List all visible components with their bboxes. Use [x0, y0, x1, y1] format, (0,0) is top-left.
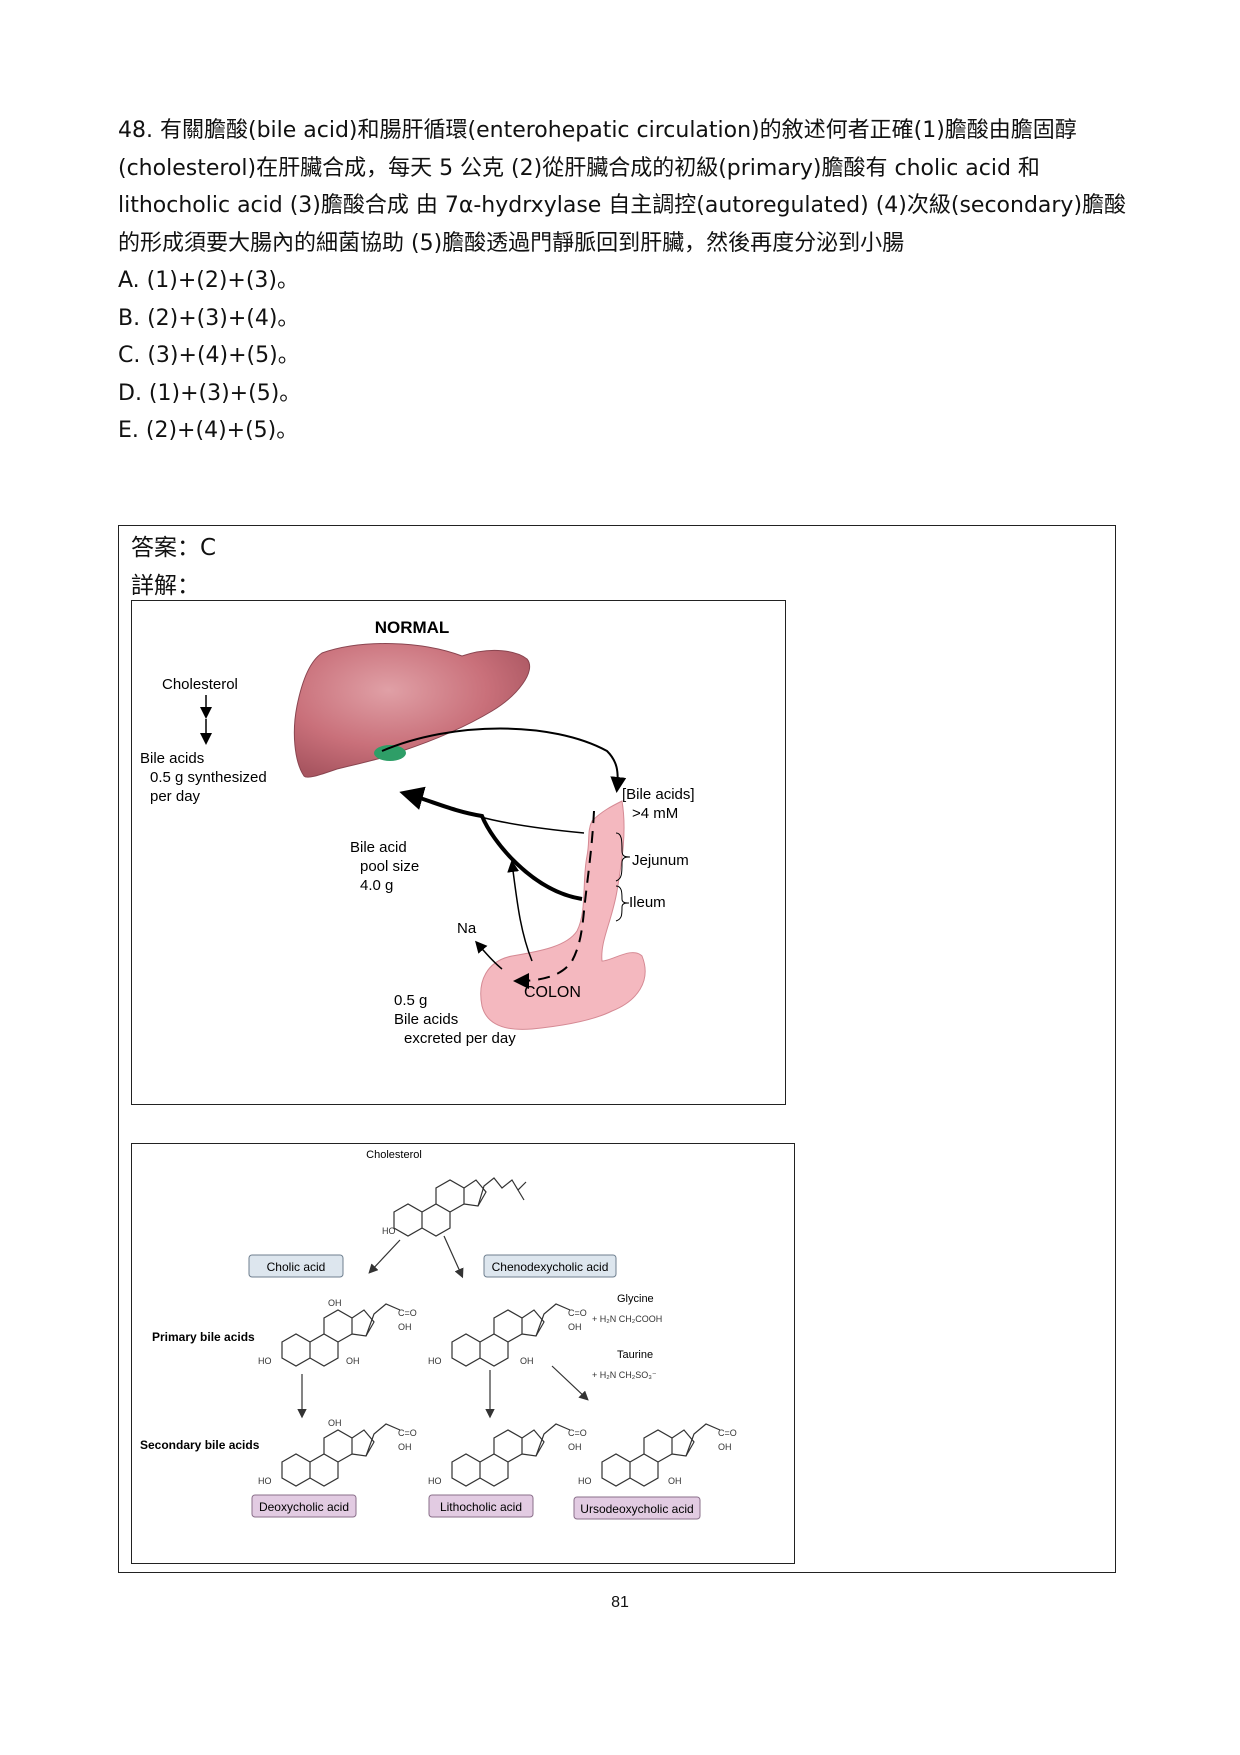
cheno-acid-box [483, 1254, 617, 1278]
svg-text:OH: OH [568, 1322, 582, 1332]
jejunum-brace [615, 832, 631, 882]
option-b: B. (2)+(3)+(4)。 [118, 305, 300, 331]
taurine-label: Taurine [617, 1349, 653, 1361]
sodium-label: Na [457, 920, 477, 937]
cholic-acid-label: Cholic acid [267, 1260, 326, 1274]
taurine-structure: + H₂N CH₂SO₃⁻ [592, 1370, 657, 1380]
cheno-acid-structure: C=O OH HO OH [428, 1303, 587, 1367]
svg-text:HO: HO [382, 1226, 396, 1236]
lithocholic-label: Lithocholic acid [440, 1500, 522, 1514]
secretion-arrow [381, 727, 627, 793]
glycine-label: Glycine [617, 1293, 654, 1305]
excreted-label-3: excreted per day [404, 1030, 516, 1047]
svg-text:C=O: C=O [398, 1308, 417, 1318]
lithocholic-box [428, 1494, 534, 1518]
secondary-label: Secondary bile acids [140, 1438, 260, 1452]
svg-text:HO: HO [428, 1356, 442, 1366]
ileum-brace [615, 885, 630, 922]
svg-text:C=O: C=O [398, 1428, 417, 1438]
svg-text:OH: OH [668, 1476, 682, 1486]
pool-label-2: pool size [360, 858, 419, 875]
option-d: D. (1)+(3)+(5)。 [118, 380, 302, 406]
deoxycholic-label: Deoxycholic acid [259, 1500, 349, 1514]
concentration-label: [Bile acids] [622, 786, 695, 803]
svg-text:OH: OH [568, 1442, 582, 1452]
liver-shape [293, 643, 530, 778]
svg-text:C=O: C=O [568, 1428, 587, 1438]
deoxycholic-structure: C=O OH OH HO [258, 1418, 417, 1487]
svg-text:HO: HO [258, 1476, 272, 1486]
svg-text:OH: OH [398, 1322, 412, 1332]
urso-label: Ursodeoxycholic acid [580, 1502, 693, 1516]
svg-text:OH: OH [520, 1356, 534, 1366]
per-day-label: per day [150, 788, 201, 805]
ursodeoxycholic-structure: C=O OH HO OH [578, 1423, 737, 1487]
svg-text:OH: OH [398, 1442, 412, 1452]
gallbladder-shape [374, 745, 406, 761]
cholic-acid-structure: C=O OH OH HO OH [258, 1298, 417, 1367]
ileum-label: Ileum [629, 894, 666, 911]
jejunum-return-line [476, 815, 585, 834]
arrow-to-cholic [368, 1239, 401, 1274]
cholesterol-structure: HO [382, 1177, 527, 1237]
answer-box: 答案：C 詳解： NORMAL [118, 525, 1116, 1573]
svg-text:OH: OH [346, 1356, 360, 1366]
enterohepatic-figure: NORMAL Cholesterol Bile acids 0.5 g synt… [131, 600, 786, 1105]
option-e: E. (2)+(4)+(5)。 [118, 418, 299, 443]
svg-text:OH: OH [328, 1298, 342, 1308]
svg-text:OH: OH [328, 1418, 342, 1428]
primary-label: Primary bile acids [152, 1330, 255, 1344]
jejunum-label: Jejunum [632, 852, 689, 869]
svg-text:C=O: C=O [568, 1308, 587, 1318]
svg-text:HO: HO [428, 1476, 442, 1486]
svg-text:OH: OH [718, 1442, 732, 1452]
svg-text:HO: HO [578, 1476, 592, 1486]
cholic-acid-box [248, 1254, 344, 1278]
excreted-label-1: 0.5 g [394, 992, 427, 1009]
synthesized-label: 0.5 g synthesized [150, 769, 267, 786]
option-a: A. (1)+(2)+(3)。 [118, 268, 300, 293]
figure-title: NORMAL [375, 618, 450, 637]
bile-acid-synthesis-diagram: Cholesterol HO Cholic acid Chenodexychol… [140, 1149, 737, 1520]
cholesterol-label: Cholesterol [162, 676, 238, 693]
urso-box [573, 1496, 701, 1520]
lithocholic-structure: C=O OH HO [428, 1423, 587, 1487]
glycine-structure: + H₂N CH₂COOH [592, 1314, 662, 1324]
deoxycholic-box [251, 1494, 357, 1518]
intestine-shape [480, 800, 646, 1030]
arrow-to-urso [551, 1365, 589, 1401]
cholesterol-structure-label: Cholesterol [366, 1149, 422, 1161]
colon-label: COLON [524, 984, 581, 1001]
bile-acids-label: Bile acids [140, 750, 204, 767]
pool-label-1: Bile acid [350, 839, 407, 856]
page-number: 81 [611, 1594, 629, 1611]
excreted-label-2: Bile acids [394, 1011, 458, 1028]
answer-label: 答案：C [131, 535, 217, 561]
arrow-to-cheno [443, 1235, 464, 1279]
question-block: 48. 有關膽酸(bile acid)和腸肝循環(enterohepatic c… [118, 112, 1128, 450]
svg-text:HO: HO [258, 1356, 272, 1366]
question-text: 48. 有關膽酸(bile acid)和腸肝循環(enterohepatic c… [118, 118, 1127, 256]
pool-label-3: 4.0 g [360, 877, 393, 894]
explain-label: 詳解： [131, 573, 200, 599]
option-c: C. (3)+(4)+(5)。 [118, 343, 300, 368]
bile-acid-synthesis-figure: Cholesterol HO Cholic acid Chenodexychol… [131, 1143, 795, 1564]
svg-text:C=O: C=O [718, 1428, 737, 1438]
intestinal-flow [513, 810, 595, 989]
sodium-arrow [475, 940, 503, 970]
cheno-acid-label: Chenodexycholic acid [492, 1260, 609, 1274]
concentration-value: >4 mM [632, 805, 678, 822]
colon-return-arrow [507, 860, 533, 962]
portal-return-arrow [399, 786, 583, 901]
enterohepatic-diagram: NORMAL Cholesterol Bile acids 0.5 g synt… [140, 618, 695, 1047]
